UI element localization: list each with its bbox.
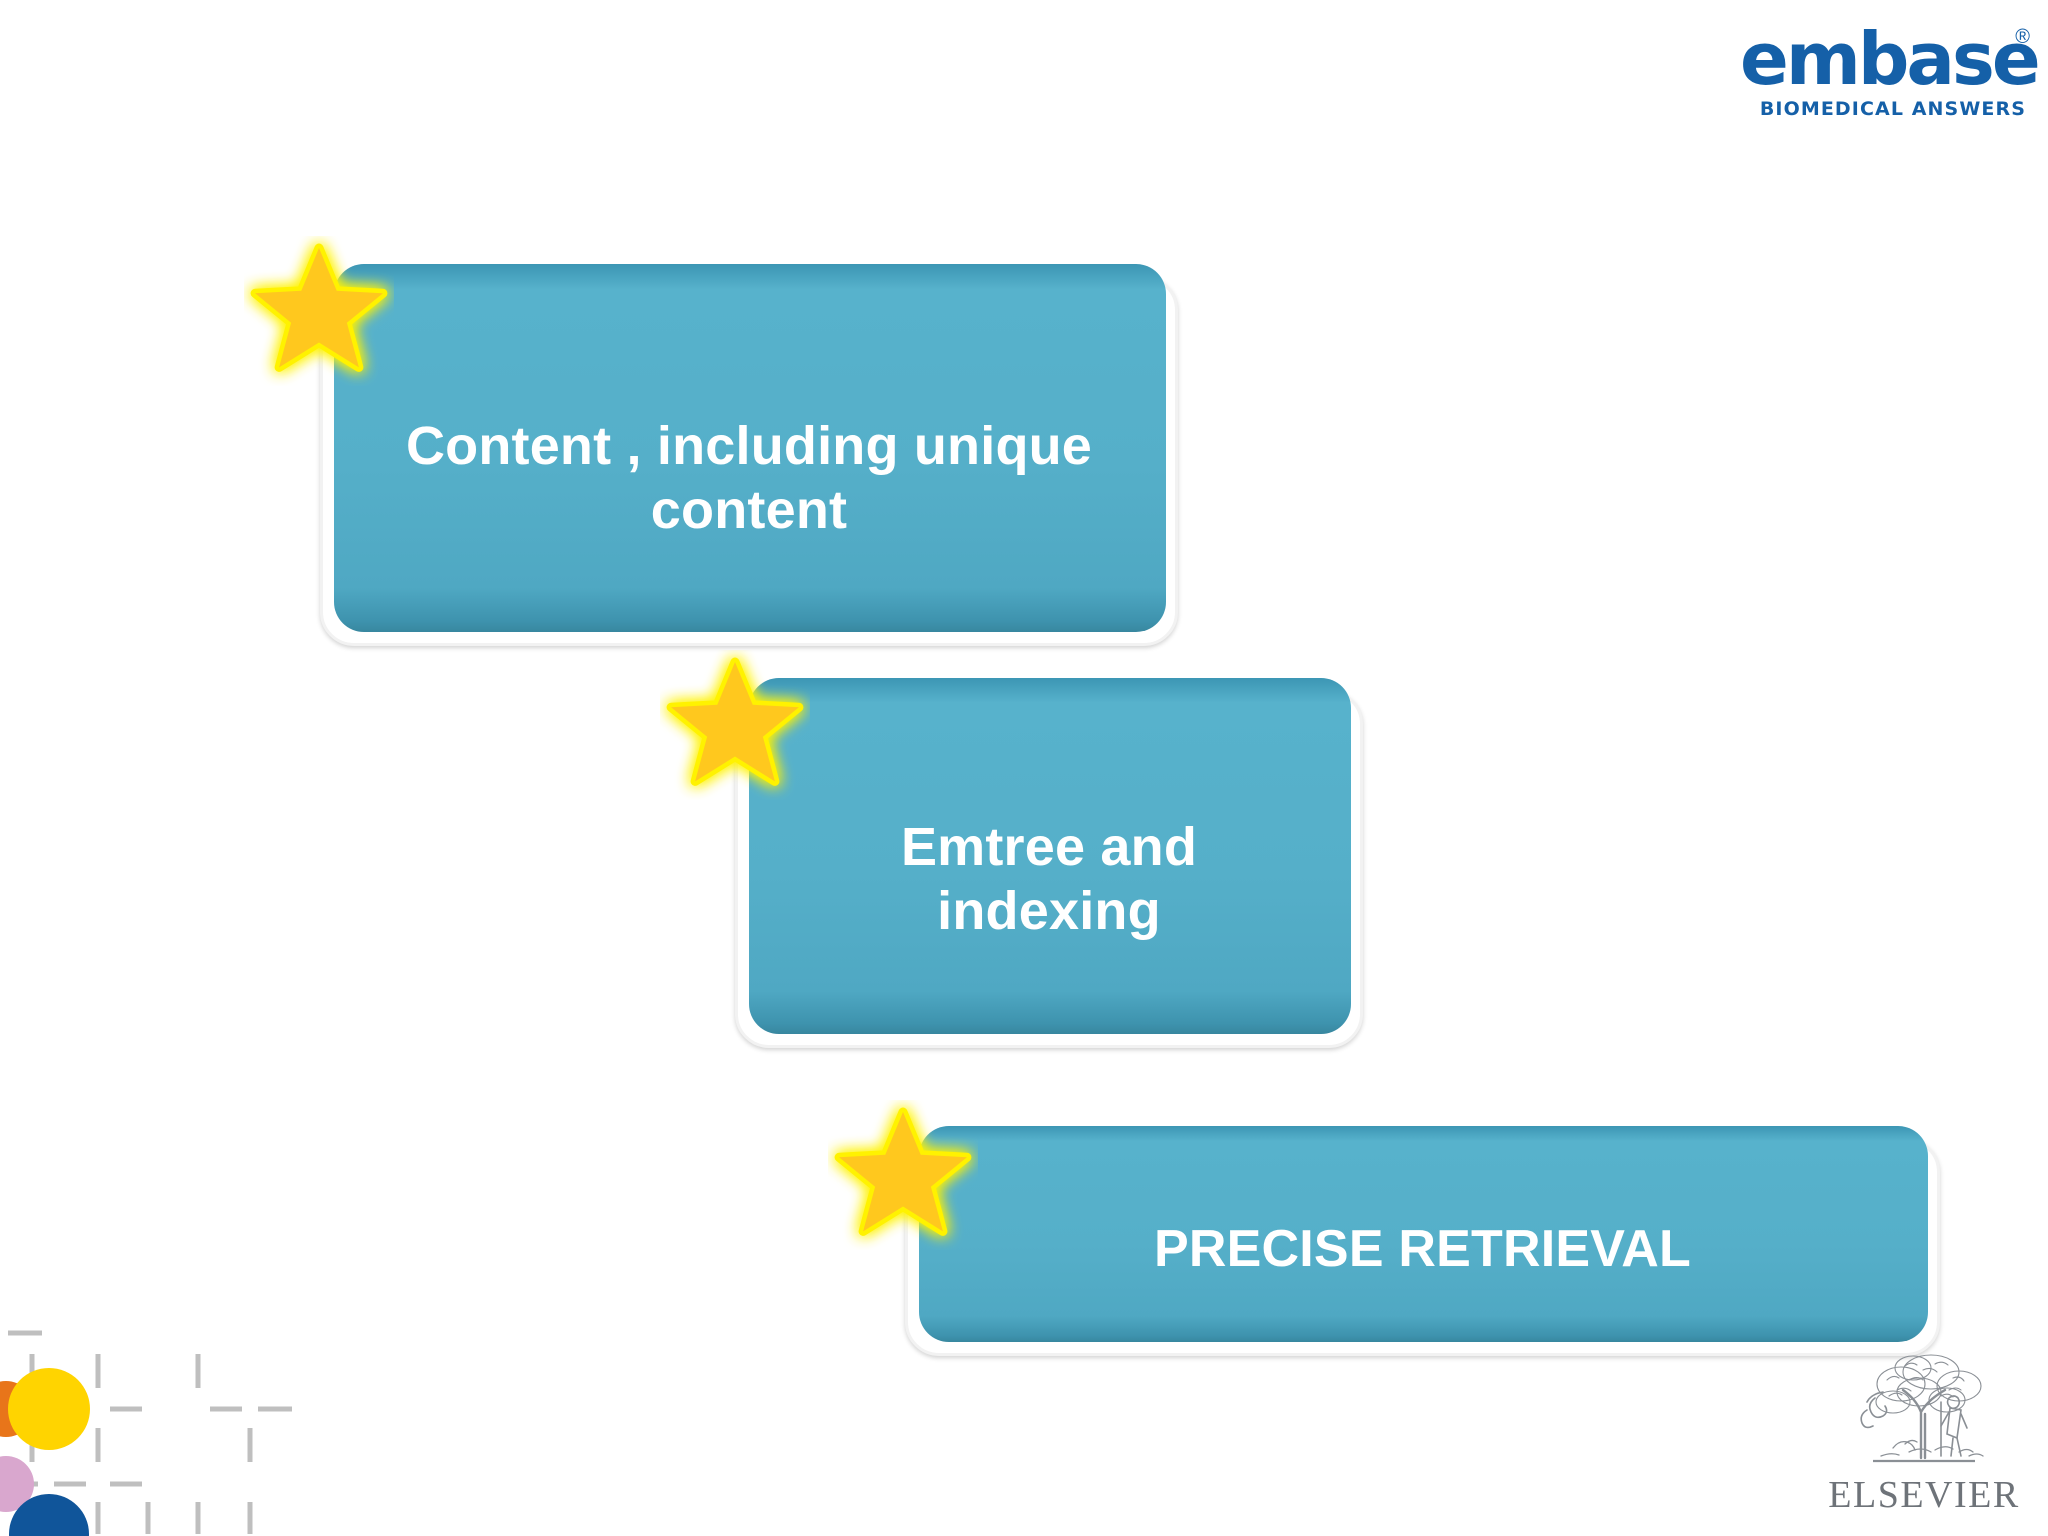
registered-trademark-icon: ® [2015,26,2030,48]
flow-step-precise-retrieval: PRECISE RETRIEVAL [905,1126,1940,1356]
non-solus-tree-emblem-icon [1860,1354,1984,1463]
flow-step-emtree-label: Emtree and indexing [900,817,1198,941]
dashed-grid-dots-motif [0,1306,320,1536]
flow-step-emtree: Emtree and indexing [735,678,1363,1048]
deco-dots [0,1368,90,1536]
embase-tagline: BIOMEDICAL ANSWERS [1759,98,2026,120]
flow-step-content-label: Content , including unique content [405,416,1093,540]
elsevier-wordmark: ELSEVIER [1828,1474,2020,1516]
flow-step-precise-retrieval-label: PRECISE RETRIEVAL [1154,1220,1691,1279]
embase-logo: embase ® BIOMEDICAL ANSWERS [1740,17,2041,122]
embase-wordmark: embase [1740,17,2041,101]
elsevier-logo: ELSEVIER [1824,1352,2024,1532]
flow-step-emtree-fill [749,678,1351,1034]
flow-step-precise-retrieval-fill [919,1126,1928,1342]
flow-step-content-fill [334,264,1166,632]
flow-step-content: Content , including unique content [320,264,1178,646]
